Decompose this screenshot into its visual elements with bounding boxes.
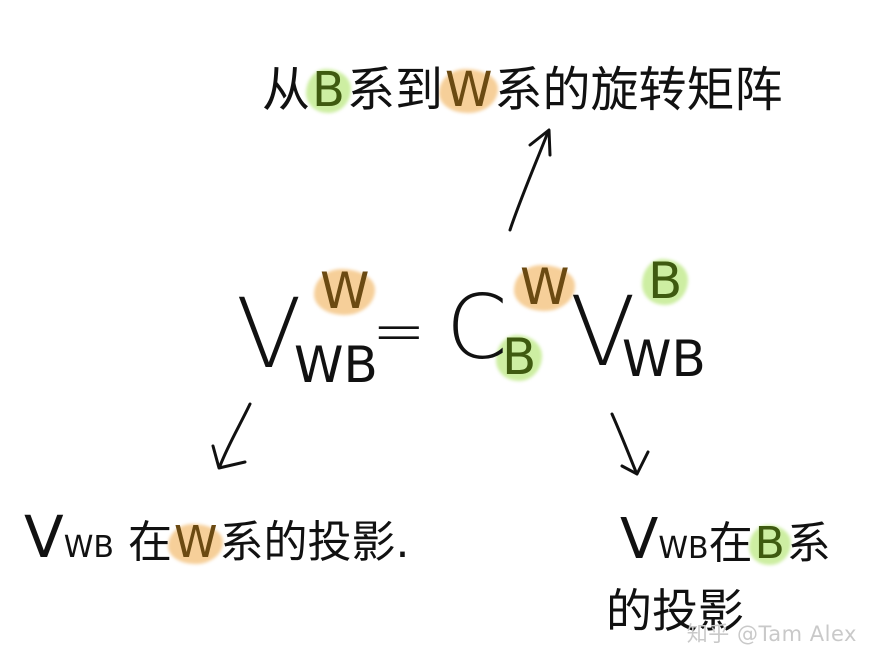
top-label-frame-b: B (312, 62, 345, 118)
arrow-to-left-label-head (211, 444, 247, 470)
left-label-subscript: WB (63, 530, 114, 565)
rhs-superscript: B (648, 252, 683, 310)
left-label-v: V (24, 503, 64, 571)
equals-sign: = (372, 295, 426, 369)
top-label-frame-w: W (444, 62, 493, 118)
rhs-v-symbol: V (570, 276, 636, 388)
right-label-frame: B (754, 518, 785, 569)
left-label-text1: 在 (127, 517, 172, 568)
top-label-suffix: 系的旋转矩阵 (494, 62, 783, 118)
arrow-to-left-label (218, 402, 252, 468)
top-label-mid: 系到 (346, 62, 443, 118)
rhs-subscript: WB (622, 330, 706, 388)
left-label: VWB 在W系的投影. (24, 508, 409, 566)
rotation-c-symbol: C (446, 276, 508, 379)
lhs-v-symbol: V (236, 278, 302, 390)
watermark: 知乎 @Tam Alex (686, 622, 857, 646)
arrow-to-right-label (610, 412, 638, 474)
rotation-subscript: B (502, 328, 537, 386)
lhs-subscript: WB (294, 336, 378, 394)
right-label-v: V (620, 507, 659, 572)
right-label-subscript: WB (658, 531, 709, 566)
right-label-line2: 的投影 (606, 584, 744, 638)
right-label-text1: 在 (708, 518, 753, 569)
top-label: 从B系到W系的旋转矩阵 (262, 66, 782, 114)
left-label-frame: W (173, 517, 218, 568)
right-label-text2: 系 (786, 518, 831, 569)
left-label-text2: 系的投影. (219, 517, 410, 568)
arrow-to-right-label-head (620, 450, 650, 476)
top-label-prefix: 从 (262, 62, 311, 118)
right-label: VWB在B系 (620, 512, 831, 568)
arrow-to-top-label-head (528, 128, 552, 157)
lhs-superscript: W (320, 262, 370, 320)
arrow-to-top-label (508, 130, 550, 232)
rotation-superscript: W (520, 258, 570, 316)
